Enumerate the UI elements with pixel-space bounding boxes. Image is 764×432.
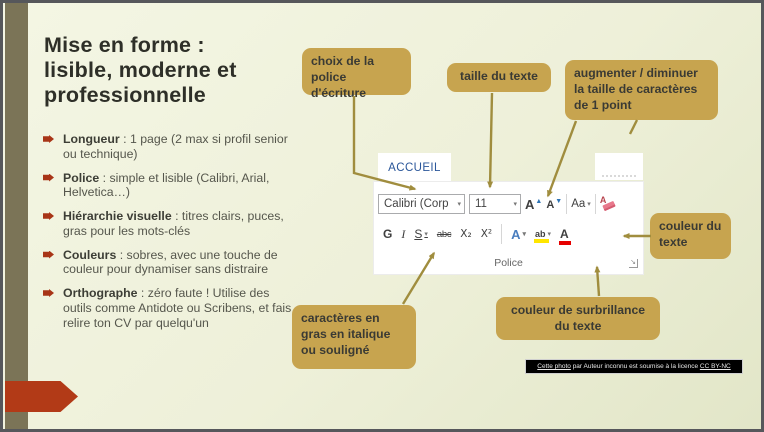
bullet-lead: Longueur [63, 132, 120, 146]
chevron-down-icon: ▾ [587, 201, 591, 208]
font-size-value: 11 [475, 198, 487, 210]
shrink-font-letter: A [546, 198, 555, 211]
clear-formatting-button[interactable]: A [599, 195, 616, 212]
bullet-lead: Police [63, 170, 100, 185]
bold-button[interactable]: G [383, 227, 393, 241]
underline-button[interactable]: S ▾ [414, 227, 428, 241]
list-item: Longueur : 1 page (2 max si profil senio… [43, 132, 297, 162]
font-color-button[interactable]: A [559, 227, 571, 245]
left-accent-bar [5, 3, 28, 429]
bullet-text: Couleurs : sobres, avec une touche de co… [63, 248, 297, 278]
ribbon-police-group: Calibri (Corp ▾ 11 ▾ A ▲ A ▼ Aa [374, 182, 643, 274]
text-highlight-color-button[interactable]: ab ▾ [534, 229, 552, 243]
word-ribbon-screenshot: ACCUEIL Calibri (Corp ▾ 11 ▾ A ▲ A ▼ [374, 153, 643, 274]
subscript-button[interactable]: X₂ [460, 228, 472, 240]
bullet-body: : simple et lisible (Calibri, Arial, Hel… [63, 170, 270, 200]
superscript-button[interactable]: X² [480, 228, 493, 240]
group-label-police: Police [494, 257, 523, 269]
chevron-down-icon: ▾ [522, 231, 527, 238]
connector-grow-shrink-tail [628, 119, 639, 135]
dialog-launcher-icon[interactable]: ↘ [629, 259, 638, 268]
attribution-bar: Cette photo par Auteur inconnu est soumi… [525, 359, 743, 374]
bullet-text: Police : simple et lisible (Calibri, Ari… [63, 171, 297, 201]
callout-font-size: taille du texte [447, 63, 551, 92]
attribution-link-photo[interactable]: Cette photo [537, 363, 571, 370]
tab-accueil[interactable]: ACCUEIL [378, 153, 451, 182]
grow-font-button[interactable]: A ▲ [525, 198, 542, 211]
bullet-text: Orthographe : zéro faute ! Utilise des o… [63, 286, 297, 330]
list-item: Police : simple et lisible (Calibri, Ari… [43, 171, 297, 201]
bullet-text: Longueur : 1 page (2 max si profil senio… [63, 132, 297, 162]
callout-bold-italic-underline: caractères en gras en italique ou soulig… [292, 305, 416, 369]
callout-font-choice: choix de la police d'écriture [302, 48, 411, 100]
attribution-link-license[interactable]: CC BY-NC [699, 363, 731, 370]
chevron-down-icon: ▾ [547, 231, 552, 238]
text-effects-button[interactable]: A ▾ [511, 227, 526, 242]
clear-formatting-letter: A [599, 195, 607, 205]
highlight-pen-icon: ab [534, 229, 548, 243]
chevron-down-icon: ▾ [457, 201, 461, 208]
list-item: Hiérarchie visuelle : titres clairs, puc… [43, 209, 297, 239]
bullet-arrow-icon [43, 173, 54, 182]
slide-title: Mise en forme : lisible, moderne et prof… [44, 33, 237, 108]
up-arrow-icon: ▲ [535, 197, 543, 205]
callout-highlight: couleur de surbrillance du texte [496, 297, 660, 340]
underline-letter: S [414, 227, 423, 241]
chevron-down-icon: ▾ [424, 231, 428, 238]
ribbon-top-right-fragment [595, 153, 643, 180]
list-item: Orthographe : zéro faute ! Utilise des o… [43, 286, 297, 330]
down-arrow-icon: ▼ [555, 197, 563, 205]
divider [594, 194, 596, 214]
chevron-down-icon: ▾ [513, 201, 517, 208]
grow-font-letter: A [525, 196, 535, 212]
attribution-text: par Auteur inconnu est soumise à la lice… [570, 363, 700, 370]
bullet-text: Hiérarchie visuelle : titres clairs, puc… [63, 209, 297, 239]
divider [566, 194, 568, 214]
strikethrough-button[interactable]: abc [436, 228, 452, 240]
bullet-list: Longueur : 1 page (2 max si profil senio… [43, 132, 297, 339]
callout-grow-shrink: augmenter / diminuer la taille de caract… [565, 60, 718, 120]
bullet-arrow-icon [43, 250, 54, 259]
decorative-arrow-shape [5, 381, 78, 412]
change-case-label: Aa [571, 198, 586, 210]
bullet-body: : titres clairs, puces, gras pour les mo… [63, 209, 284, 238]
italic-button[interactable]: I [401, 226, 406, 241]
list-item: Couleurs : sobres, avec une touche de co… [43, 248, 297, 278]
shrink-font-button[interactable]: A ▼ [546, 198, 562, 211]
text-effects-letter: A [511, 226, 521, 242]
bullet-arrow-icon [43, 135, 54, 143]
bullet-lead: Orthographe [63, 286, 138, 300]
ribbon-row-2: G I S ▾ abc X₂ X² A ▾ ab ▾ A [383, 224, 571, 245]
bullet-body: : zéro faute ! Utilise des outils comme … [63, 286, 292, 330]
bullet-lead: Hiérarchie visuelle [63, 209, 172, 223]
bullet-lead: Couleurs [63, 247, 117, 262]
bullet-arrow-icon [43, 289, 54, 297]
bullet-arrow-icon [43, 212, 54, 220]
font-size-combobox[interactable]: 11 ▾ [469, 194, 521, 214]
callout-font-color: couleur du texte [650, 213, 731, 259]
change-case-button[interactable]: Aa ▾ [571, 198, 591, 210]
ribbon-row-1: Calibri (Corp ▾ 11 ▾ A ▲ A ▼ Aa [378, 193, 616, 215]
font-name-combobox[interactable]: Calibri (Corp ▾ [378, 194, 465, 214]
bullet-body: : sobres, avec une touche de couleur pou… [63, 247, 278, 277]
bullet-body: : 1 page (2 max si profil senior ou tech… [63, 132, 288, 161]
divider [501, 224, 503, 244]
font-name-value: Calibri (Corp [384, 198, 449, 210]
